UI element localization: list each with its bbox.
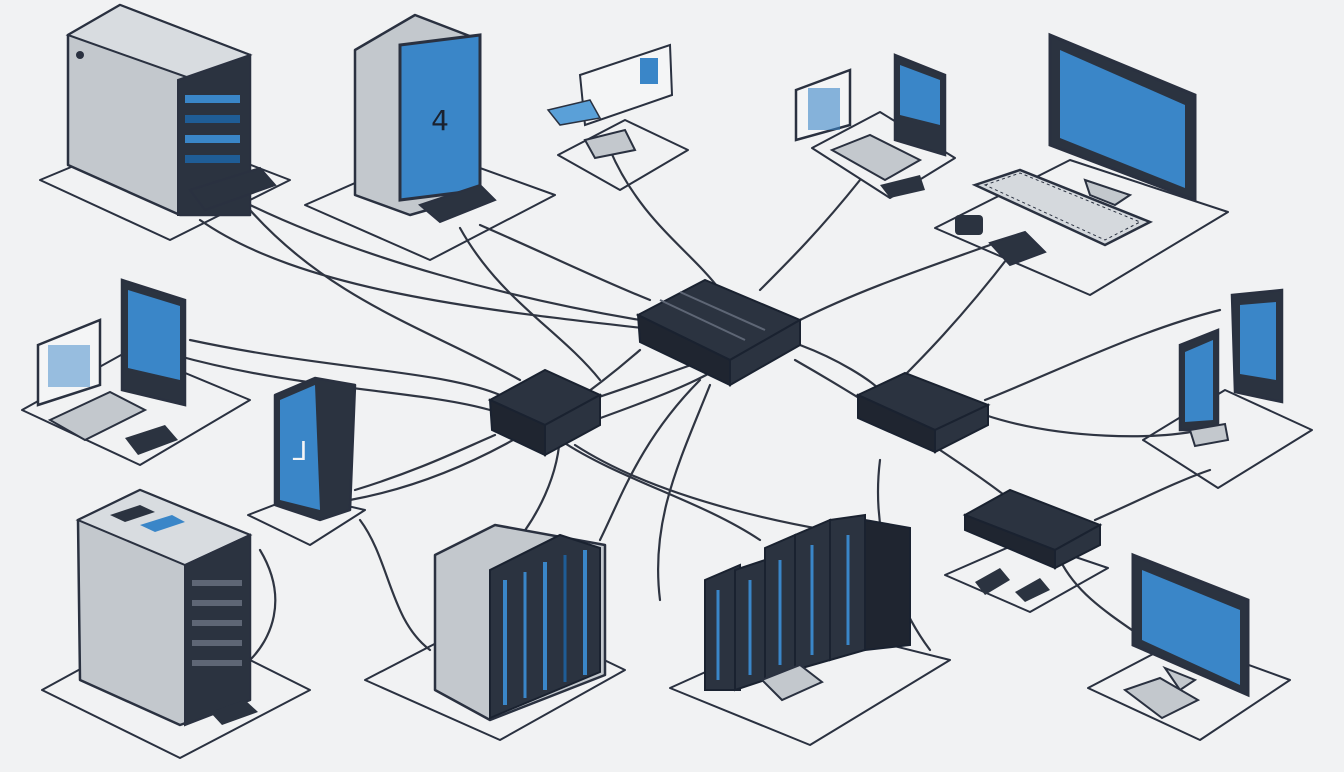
- server-tower-bottom-left: [75, 488, 258, 727]
- cable: [188, 338, 502, 397]
- blade-rack: [704, 513, 911, 702]
- cable: [983, 308, 1222, 402]
- display-tower-top: 4: [353, 13, 497, 224]
- cable: [1093, 468, 1212, 522]
- core-switch: [635, 278, 803, 387]
- cable: [353, 433, 497, 492]
- edge-switch-left: [487, 368, 603, 457]
- cable: [608, 148, 722, 292]
- display-tower-mid: ⅃: [273, 376, 357, 522]
- switch-lower-right: [962, 488, 1103, 602]
- router-right: [855, 371, 991, 454]
- platform-projector: [557, 119, 689, 191]
- cable: [198, 218, 662, 332]
- cable: [798, 343, 882, 392]
- platform-workstation-bottom-right: [1087, 639, 1291, 741]
- workstation-top-mid: [794, 53, 947, 198]
- cable: [458, 226, 602, 382]
- cable: [558, 438, 762, 542]
- cable: [598, 378, 702, 542]
- cable: [358, 518, 432, 652]
- cable: [248, 208, 522, 382]
- cable: [478, 223, 652, 302]
- display-glyph: ⅃: [293, 437, 308, 467]
- cable: [248, 548, 277, 662]
- cable: [593, 368, 717, 422]
- cable: [348, 348, 642, 502]
- platform-workstation-top-mid: [811, 111, 956, 199]
- cable: [798, 243, 992, 322]
- projector-tablet: [546, 43, 674, 160]
- tablet-right: [1178, 288, 1284, 448]
- cable: [238, 198, 642, 322]
- cable: [758, 178, 862, 292]
- cable: [983, 413, 1202, 438]
- platform-switch-lower-right: [944, 539, 1109, 613]
- display-glyph: 4: [431, 104, 449, 137]
- server-rack-open: [433, 523, 607, 722]
- workstation-bottom-right: [1122, 552, 1250, 720]
- server-tower-top-left: [65, 3, 277, 217]
- workstation-top-right: [955, 32, 1197, 267]
- cable: [898, 253, 1012, 382]
- workstation-left: [36, 278, 187, 455]
